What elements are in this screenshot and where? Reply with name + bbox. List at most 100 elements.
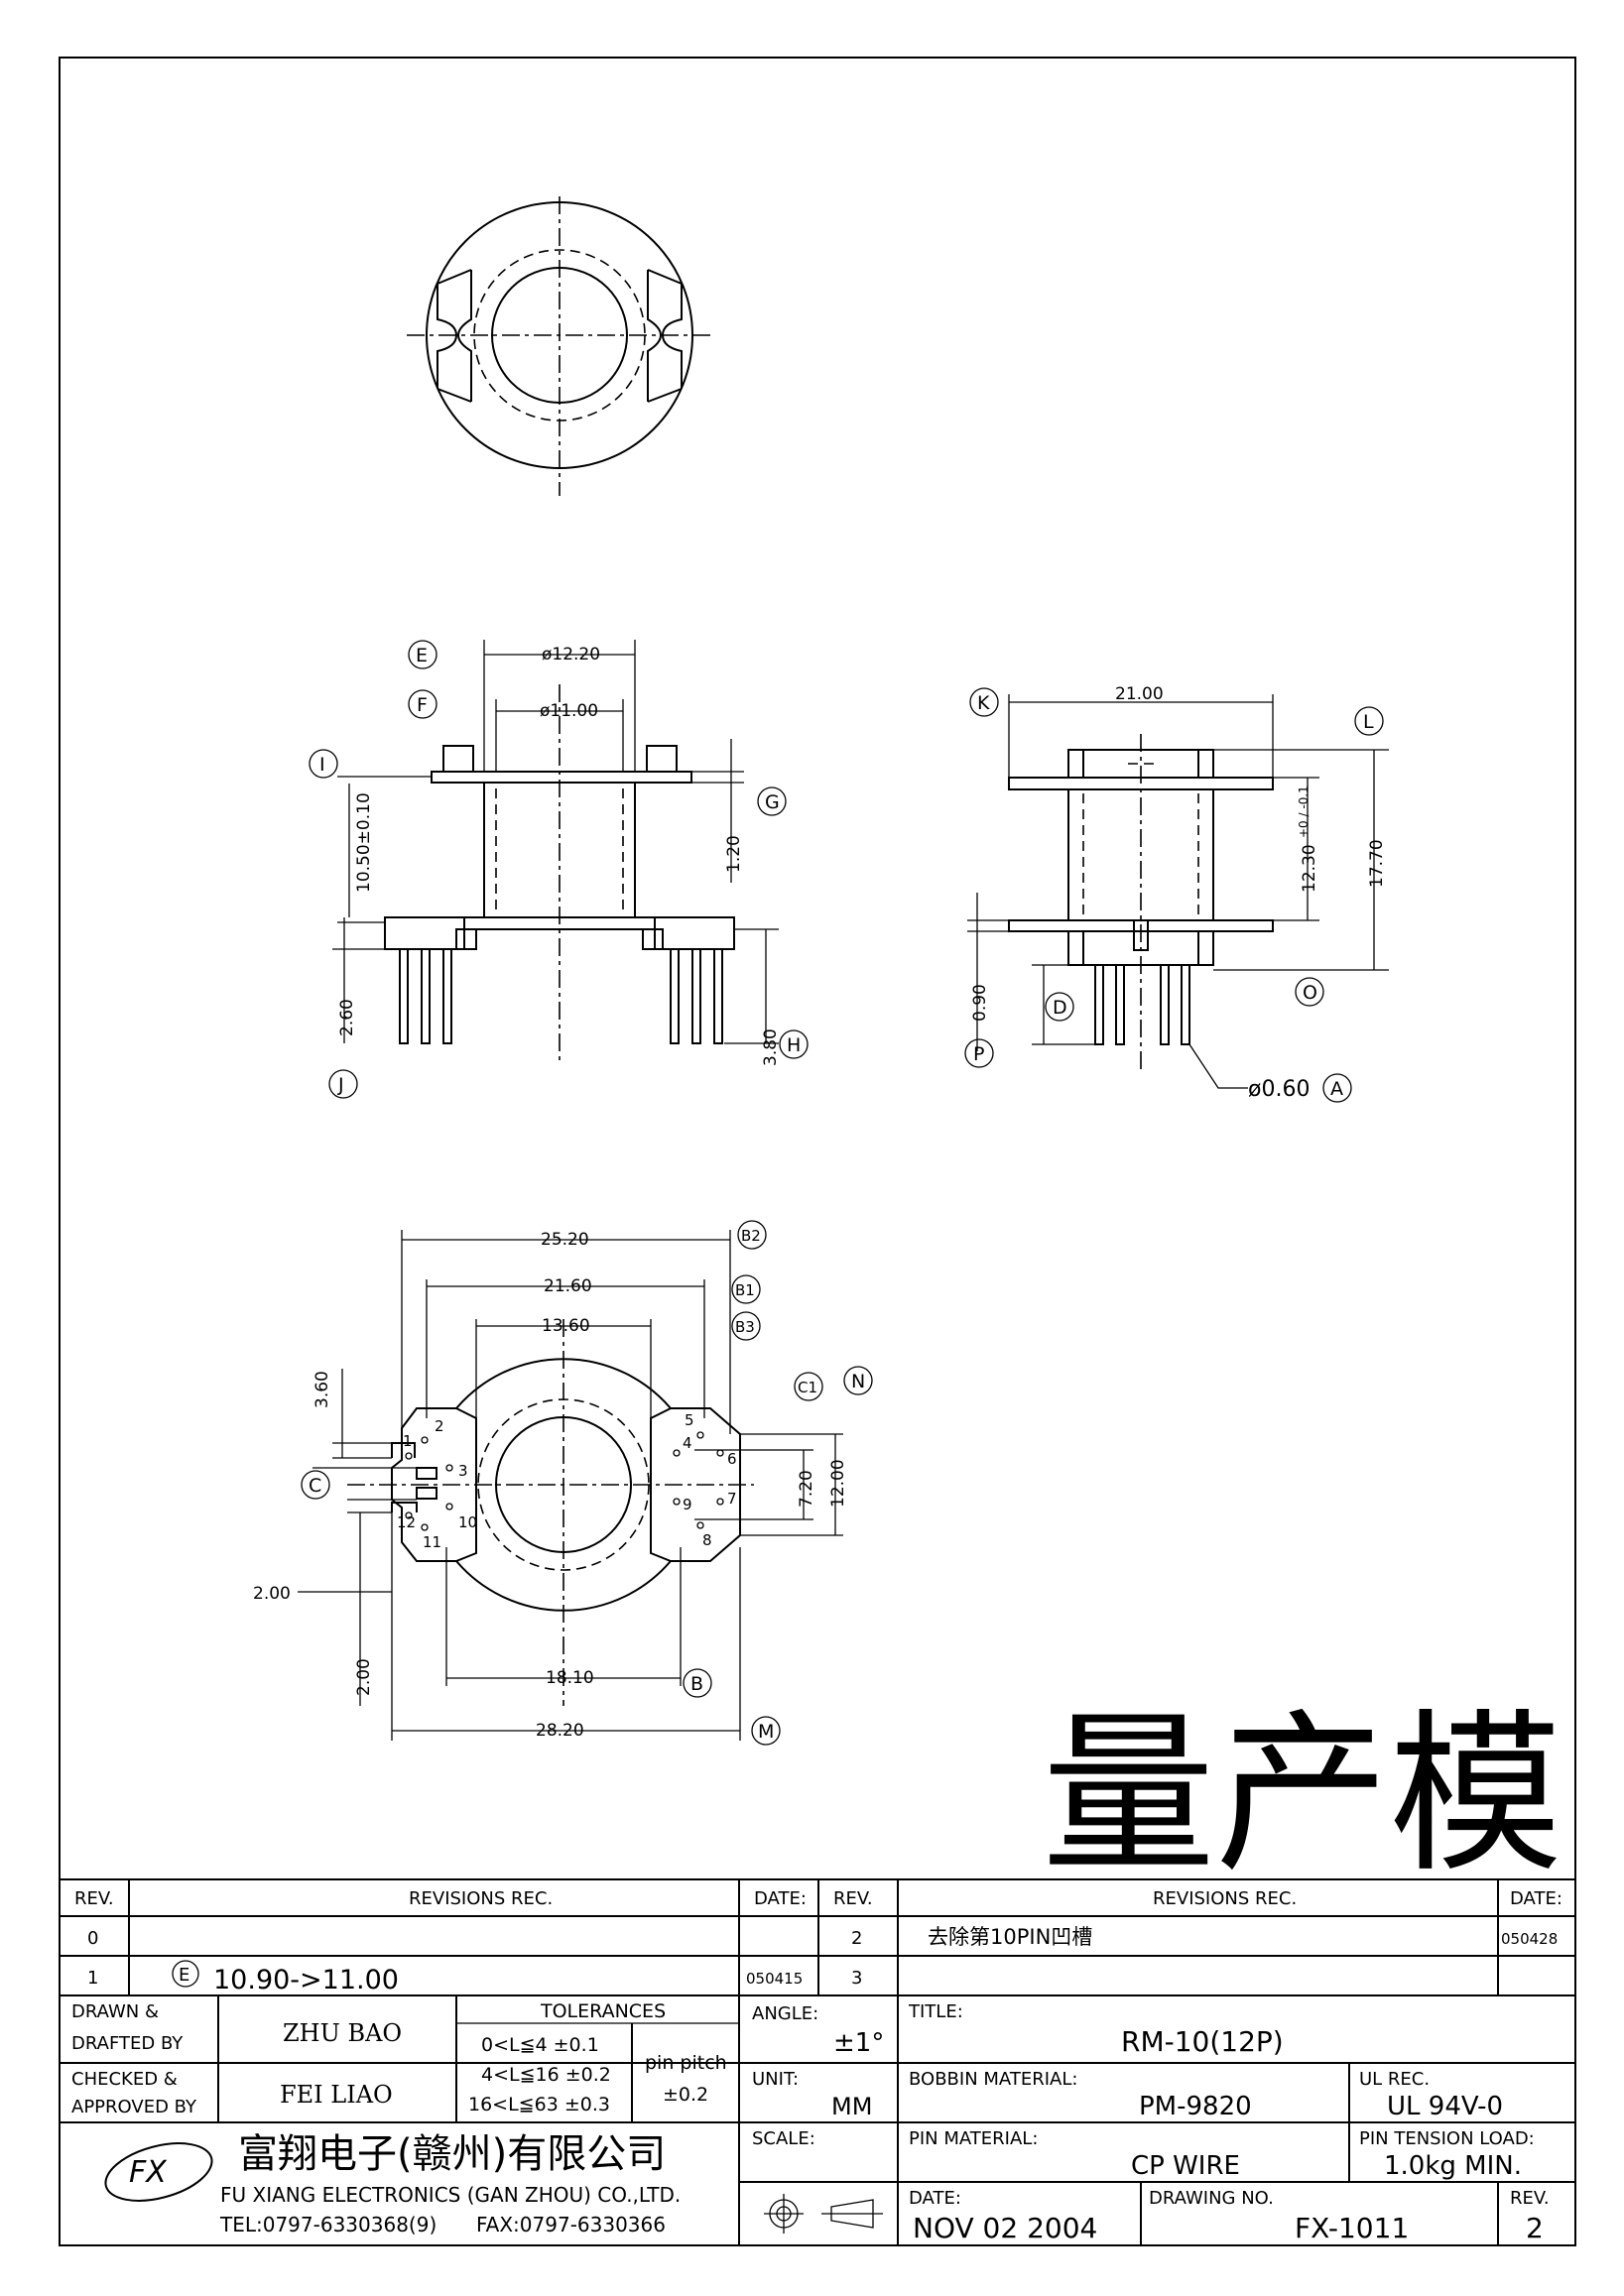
- dim-h1: 3.60: [312, 1371, 332, 1408]
- svg-text:2: 2: [1526, 2212, 1544, 2244]
- svg-text:UL 94V-0: UL 94V-0: [1387, 2092, 1503, 2121]
- svg-text:L: L: [1363, 711, 1374, 733]
- balloon-D: D: [1045, 992, 1074, 1022]
- svg-text:F: F: [417, 694, 428, 716]
- svg-text:pin pitch: pin pitch: [645, 2052, 727, 2074]
- dim-w4: 18.10: [546, 1668, 594, 1688]
- svg-text:DRAFTED BY: DRAFTED BY: [71, 2033, 184, 2054]
- svg-text:M: M: [758, 1721, 774, 1743]
- svg-text:B: B: [690, 1673, 703, 1695]
- svg-text:4<L≦16 ±0.2: 4<L≦16 ±0.2: [481, 2064, 611, 2086]
- svg-text:3: 3: [851, 1968, 862, 1989]
- svg-text:NOV 02 2004: NOV 02 2004: [913, 2212, 1097, 2244]
- watermark: 量产模: [1042, 1695, 1562, 1896]
- svg-text:PM-9820: PM-9820: [1139, 2092, 1252, 2121]
- front-pins: [399, 948, 723, 1044]
- svg-text:3: 3: [458, 1462, 468, 1480]
- svg-text:050415: 050415: [746, 1970, 803, 1988]
- balloon-F: F: [408, 689, 437, 719]
- balloon-B2: B2: [737, 1220, 767, 1250]
- side-view: 21.00 12.30 +0 / -0.1 17.70 0.90 ø0.60 K…: [964, 684, 1389, 1103]
- svg-text:E: E: [416, 645, 428, 666]
- svg-text:N: N: [851, 1371, 865, 1392]
- svg-text:7: 7: [727, 1490, 737, 1508]
- balloon-M: M: [751, 1716, 781, 1746]
- balloon-C1: C1: [794, 1372, 823, 1401]
- dim-height: 10.50±0.10: [354, 792, 374, 893]
- svg-text:DRAWN &: DRAWN &: [71, 2001, 159, 2022]
- projection-symbol-icon: [764, 2194, 883, 2234]
- svg-text:C: C: [309, 1475, 321, 1497]
- svg-text:B3: B3: [735, 1318, 755, 1336]
- svg-text:2: 2: [851, 1928, 862, 1949]
- balloon-I: I: [309, 749, 338, 779]
- svg-text:PIN MATERIAL:: PIN MATERIAL:: [909, 2128, 1038, 2149]
- svg-text:E: E: [179, 1965, 189, 1986]
- bottom-view: 1 2 3 4 5 6 7 8 9 10 11 12 25.20 21.60 1…: [253, 1220, 873, 1746]
- svg-text:K: K: [977, 692, 990, 714]
- svg-text:REV.: REV.: [1510, 2188, 1550, 2209]
- title-block: REV. REVISIONS REC. DATE: 0 1 E 10.90->1…: [60, 1878, 1575, 2245]
- svg-text:去除第10PIN凹槽: 去除第10PIN凹槽: [928, 1925, 1092, 1949]
- company-name-en: FU XIANG ELECTRONICS (GAN ZHOU) CO.,LTD.: [220, 2183, 681, 2207]
- svg-text:1.0kg MIN.: 1.0kg MIN.: [1384, 2151, 1522, 2181]
- dim-d-inner: ø11.00: [540, 701, 598, 721]
- dim-height-total: 17.70: [1367, 839, 1387, 888]
- dim-pin-dia: ø0.60: [1248, 1077, 1310, 1102]
- svg-text:12: 12: [397, 1513, 416, 1531]
- svg-text:050428: 050428: [1501, 1930, 1558, 1948]
- balloon-K: K: [969, 687, 999, 717]
- dim-height-tol: +0 / -0.1: [1297, 785, 1311, 838]
- svg-text:P: P: [973, 1043, 984, 1065]
- balloon-B: B: [683, 1668, 712, 1698]
- dim-pin-total: 3.80: [761, 1028, 781, 1066]
- svg-text:DATE:: DATE:: [754, 1888, 807, 1909]
- svg-text:REVISIONS REC.: REVISIONS REC.: [1153, 1888, 1297, 1909]
- top-view: [407, 196, 712, 496]
- svg-text:±0.2: ±0.2: [663, 2084, 708, 2106]
- svg-text:DRAWING NO.: DRAWING NO.: [1149, 2188, 1274, 2209]
- dim-h2: 7.20: [797, 1470, 816, 1508]
- pin-holes: [405, 1431, 724, 1531]
- svg-text:±1°: ±1°: [833, 2028, 884, 2058]
- dim-w2: 21.60: [544, 1276, 592, 1296]
- company-fax: FAX:0797-6330366: [476, 2213, 666, 2236]
- svg-text:UL REC.: UL REC.: [1359, 2069, 1430, 2090]
- svg-text:UNIT:: UNIT:: [752, 2069, 799, 2090]
- company-tel: TEL:0797-6330368(9): [219, 2213, 437, 2236]
- svg-text:BOBBIN MATERIAL:: BOBBIN MATERIAL:: [909, 2069, 1077, 2090]
- balloon-B1: B1: [731, 1274, 761, 1304]
- balloon-G: G: [757, 786, 787, 816]
- drawing-border: [59, 57, 1576, 2246]
- svg-text:G: G: [765, 791, 780, 813]
- svg-text:REVISIONS REC.: REVISIONS REC.: [409, 1888, 553, 1909]
- svg-text:4: 4: [683, 1434, 692, 1452]
- balloon-A: A: [1322, 1073, 1352, 1103]
- svg-text:6: 6: [727, 1450, 737, 1468]
- balloon-J: J: [328, 1069, 358, 1099]
- svg-text:REV.: REV.: [74, 1888, 114, 1909]
- svg-text:8: 8: [702, 1531, 712, 1549]
- svg-text:DATE:: DATE:: [909, 2188, 961, 2209]
- dim-d-outer: ø12.20: [542, 645, 600, 665]
- balloon-C: C: [301, 1470, 330, 1500]
- dim-flange: 1.20: [724, 835, 744, 873]
- svg-text:FX: FX: [129, 2155, 168, 2190]
- balloon-N: N: [843, 1366, 873, 1395]
- dim-h3: 12.00: [828, 1459, 848, 1508]
- dim-base: 0.90: [970, 984, 990, 1022]
- svg-text:2: 2: [435, 1417, 444, 1435]
- svg-text:CP WIRE: CP WIRE: [1131, 2151, 1240, 2181]
- dim-pin-len: 2.60: [337, 999, 357, 1036]
- svg-text:J: J: [337, 1074, 344, 1096]
- svg-text:16<L≦63 ±0.3: 16<L≦63 ±0.3: [468, 2094, 610, 2115]
- dim-w5: 28.20: [536, 1721, 584, 1741]
- dim-s2: 2.00: [354, 1658, 374, 1696]
- svg-text:ZHU BAO: ZHU BAO: [283, 2019, 402, 2047]
- svg-text:RM-10(12P): RM-10(12P): [1121, 2025, 1284, 2058]
- svg-text:DATE:: DATE:: [1510, 1888, 1562, 1909]
- svg-text:REV.: REV.: [833, 1888, 873, 1909]
- svg-text:A: A: [1330, 1078, 1343, 1100]
- svg-text:APPROVED BY: APPROVED BY: [71, 2097, 197, 2117]
- svg-text:PIN TENSION LOAD:: PIN TENSION LOAD:: [1359, 2128, 1535, 2149]
